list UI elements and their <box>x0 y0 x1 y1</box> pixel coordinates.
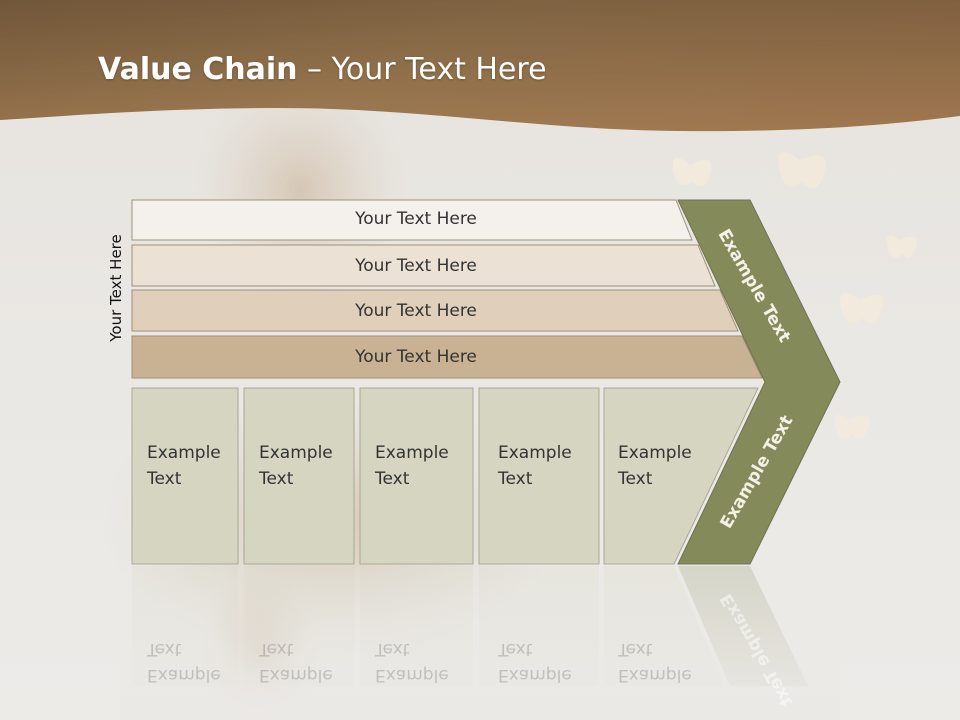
box-shape-3 <box>359 387 474 565</box>
bar-label-3: Your Text Here <box>355 301 477 321</box>
bar-shape-4 <box>131 335 763 379</box>
box-shape-2 <box>243 387 355 565</box>
bar-label-2: Your Text Here <box>355 256 477 276</box>
slide-title-bold: Value Chain <box>98 52 298 87</box>
bar-shape-1 <box>131 199 693 241</box>
butterfly-icon <box>672 152 917 439</box>
bar-label-4: Your Text Here <box>355 347 477 367</box>
side-label: Your Text Here <box>107 234 125 342</box>
slide-title: Value Chain – Your Text Here <box>98 52 547 87</box>
box-shape-1 <box>131 387 239 565</box>
bar-shape-2 <box>131 244 716 287</box>
bar-shape-3 <box>131 289 739 332</box>
slide-title-rest: – Your Text Here <box>297 52 547 87</box>
bar-label-1: Your Text Here <box>355 209 477 229</box>
